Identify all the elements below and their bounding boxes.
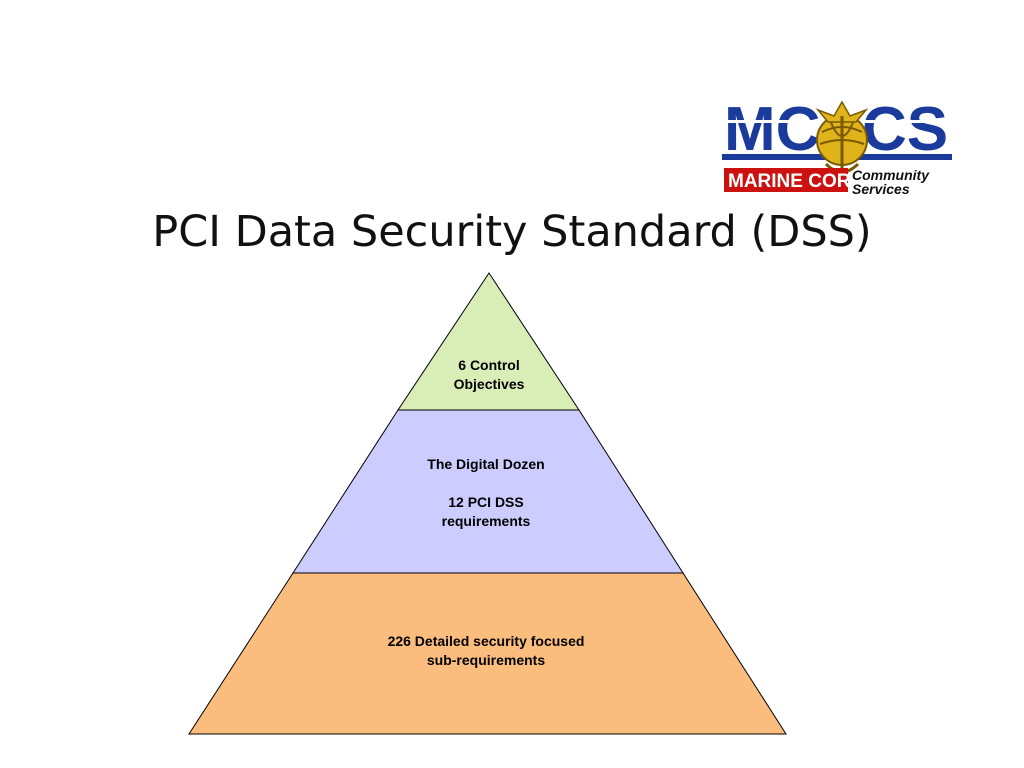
tier-bottom-line-1: 226 Detailed security focused: [387, 633, 585, 649]
logo-letters-left: MC: [724, 95, 820, 164]
logo-community: Community: [852, 167, 930, 183]
tier-middle-line-2: requirements: [441, 513, 531, 529]
page-title: PCI Data Security Standard (DSS): [152, 207, 872, 257]
tier-bottom-label: 226 Detailed security focused sub-requir…: [336, 632, 636, 670]
tier-middle-spacer: [336, 474, 636, 493]
tier-middle-line-1: 12 PCI DSS: [448, 494, 524, 510]
tier-top-line-1: 6 Control: [458, 357, 520, 373]
tier-middle-label: The Digital Dozen 12 PCI DSS requirement…: [336, 455, 636, 531]
logo-marine-corps: MARINE CORPS: [728, 171, 876, 192]
tier-top-line-2: Objectives: [453, 376, 525, 392]
pyramid-tier-bottom: [188, 572, 787, 735]
tier-middle-heading: The Digital Dozen: [427, 456, 545, 472]
logo-services: Services: [852, 181, 910, 197]
eagle-globe-anchor-icon: [815, 100, 869, 174]
tier-bottom-line-2: sub-requirements: [426, 652, 546, 668]
logo-letters-right: CS: [862, 95, 948, 164]
mccs-logo: MC CS MARINE CORPS Community Services: [722, 95, 952, 197]
tier-top-label: 6 Control Objectives: [389, 356, 589, 394]
